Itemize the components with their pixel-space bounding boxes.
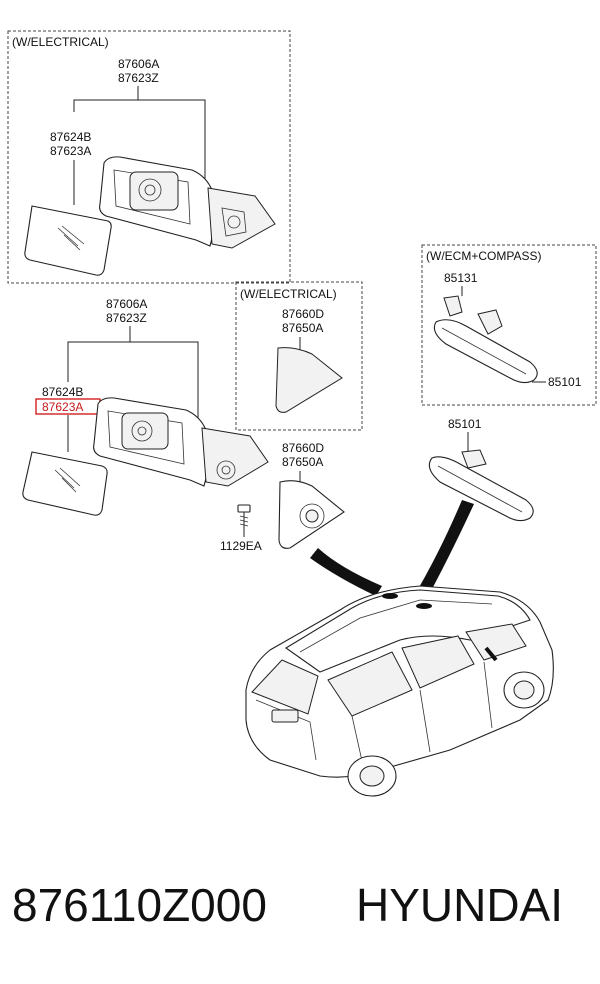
inside-mirror-group: 85101 — [428, 417, 534, 522]
vehicle-illustration — [245, 585, 554, 797]
inside-mirror-label: 85101 — [448, 417, 482, 431]
garnish-electrical-label-1: 87660D — [282, 307, 324, 321]
cover-part — [443, 295, 463, 317]
lower-leader-right — [130, 341, 199, 420]
lower-leader-left — [67, 326, 131, 382]
garnish-group: 87660D 87650A — [278, 441, 345, 549]
inside-mirror-ecm-group: (W/ECM+COMPASS) 85131 85101 — [421, 244, 597, 406]
parts-diagram: (W/ELECTRICAL) 87606A 87623Z 87624B 8762… — [7, 30, 597, 797]
garnish-label-1: 87660D — [282, 441, 324, 455]
garnish-part — [278, 480, 345, 549]
upper-mirror-box — [7, 30, 291, 284]
beam-garnish — [310, 548, 382, 596]
upper-glass-label-1: 87624B — [50, 130, 91, 144]
inside-mirror-ecm-note: (W/ECM+COMPASS) — [426, 249, 541, 263]
lower-assembly-label-1: 87606A — [106, 297, 147, 311]
upper-mirror-group: (W/ELECTRICAL) 87606A 87623Z 87624B 8762… — [7, 30, 291, 284]
lower-glass-label-1: 87624B — [42, 385, 83, 399]
part-number: 876110Z000 — [12, 879, 267, 931]
inside-mirror-part — [428, 449, 534, 522]
lower-mirror-housing — [93, 397, 269, 487]
lower-mirror-group: 87606A 87623Z 87624B 87623A — [22, 297, 269, 553]
lower-glass-label-2-highlighted: 87623A — [42, 400, 83, 414]
upper-leader-left — [73, 86, 139, 112]
upper-leader-right — [138, 99, 206, 185]
upper-assembly-label-1: 87606A — [118, 57, 159, 71]
screw-1129ea — [237, 504, 251, 537]
ecm-mirror-label: 85101 — [548, 375, 582, 389]
screw-label: 1129EA — [220, 539, 262, 553]
garnish-electrical-label-2: 87650A — [282, 321, 323, 335]
garnish-electrical-note: (W/ELECTRICAL) — [240, 287, 337, 301]
beam-inside-mirror — [414, 500, 474, 600]
garnish-electrical-group: (W/ELECTRICAL) 87660D 87650A — [235, 281, 363, 431]
cover-label: 85131 — [444, 271, 478, 285]
upper-mirror-note: (W/ELECTRICAL) — [12, 35, 109, 49]
lower-mirror-glass — [22, 451, 108, 516]
inside-mirror-ecm-part — [433, 309, 538, 384]
garnish-label-2: 87650A — [282, 455, 323, 469]
garnish-electrical-box — [235, 281, 363, 431]
upper-mirror-housing — [99, 156, 276, 249]
garnish-electrical-part — [275, 347, 343, 413]
inside-mirror-ecm-box — [421, 244, 597, 406]
brand-name: HYUNDAI — [356, 879, 564, 931]
lower-assembly-label-2: 87623Z — [106, 311, 147, 325]
upper-mirror-glass — [24, 205, 112, 276]
upper-assembly-label-2: 87623Z — [118, 71, 159, 85]
footer: 876110Z000 HYUNDAI — [0, 878, 600, 948]
upper-glass-label-2: 87623A — [50, 144, 91, 158]
